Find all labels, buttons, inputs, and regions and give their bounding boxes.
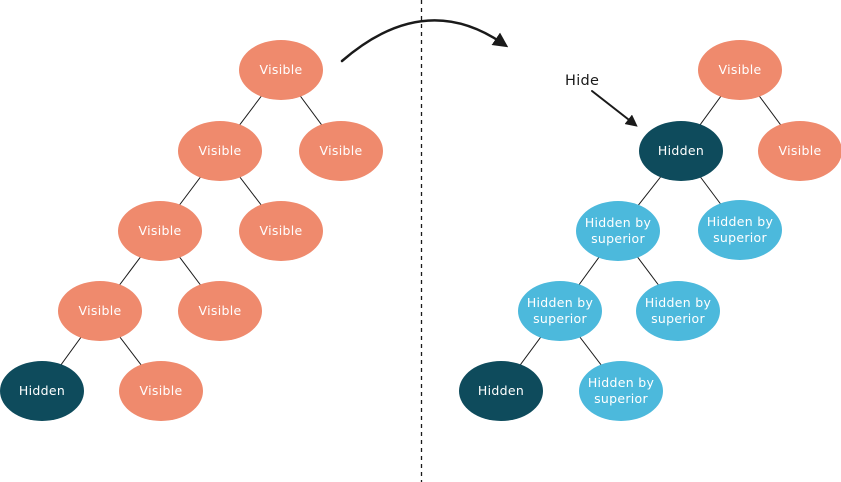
node-label: Hidden by superior xyxy=(587,374,655,406)
left-tree-node-l4-visible: Visible xyxy=(118,201,202,261)
node-label: Visible xyxy=(138,222,182,238)
node-label: Hidden by superior xyxy=(644,294,712,326)
right-tree-node-r6-hidden-by-superior: Hidden by superior xyxy=(518,281,602,341)
right-tree-node-r4-hidden-by-superior: Hidden by superior xyxy=(576,201,660,261)
node-label: Hidden xyxy=(477,382,525,398)
right-tree-node-r1-visible: Visible xyxy=(698,40,782,100)
right-tree-node-r2-hidden: Hidden xyxy=(639,121,723,181)
node-label: Visible xyxy=(319,142,363,158)
hide-arrow xyxy=(591,90,638,127)
node-label: Hidden xyxy=(657,142,705,158)
node-label: Visible xyxy=(78,302,122,318)
left-tree-node-l5-visible: Visible xyxy=(239,201,323,261)
left-tree-node-l8-hidden: Hidden xyxy=(0,361,84,421)
node-label: Visible xyxy=(718,61,762,77)
left-tree-node-l3-visible: Visible xyxy=(299,121,383,181)
left-tree-node-l2-visible: Visible xyxy=(178,121,262,181)
right-tree-node-r9-hidden-by-superior: Hidden by superior xyxy=(579,361,663,421)
right-tree-node-r7-hidden-by-superior: Hidden by superior xyxy=(636,281,720,341)
node-label: Visible xyxy=(198,302,242,318)
node-label: Hidden xyxy=(18,382,66,398)
node-label: Visible xyxy=(778,142,822,158)
node-label: Visible xyxy=(259,222,303,238)
node-label: Hidden by superior xyxy=(526,294,594,326)
left-tree-node-l6-visible: Visible xyxy=(58,281,142,341)
node-label: Visible xyxy=(198,142,242,158)
node-label: Visible xyxy=(139,382,183,398)
transform-arrow xyxy=(340,19,509,63)
hide-annotation-label: Hide xyxy=(565,73,600,89)
node-label: Visible xyxy=(259,61,303,77)
right-tree-node-r5-hidden-by-superior: Hidden by superior xyxy=(698,200,782,260)
right-tree-node-r8-hidden: Hidden xyxy=(459,361,543,421)
left-tree-node-l9-visible: Visible xyxy=(119,361,203,421)
left-tree-node-l7-visible: Visible xyxy=(178,281,262,341)
node-label: Hidden by superior xyxy=(584,214,652,246)
left-tree-node-l1-visible: Visible xyxy=(239,40,323,100)
node-label: Hidden by superior xyxy=(706,213,774,245)
right-tree-node-r3-visible: Visible xyxy=(758,121,841,181)
